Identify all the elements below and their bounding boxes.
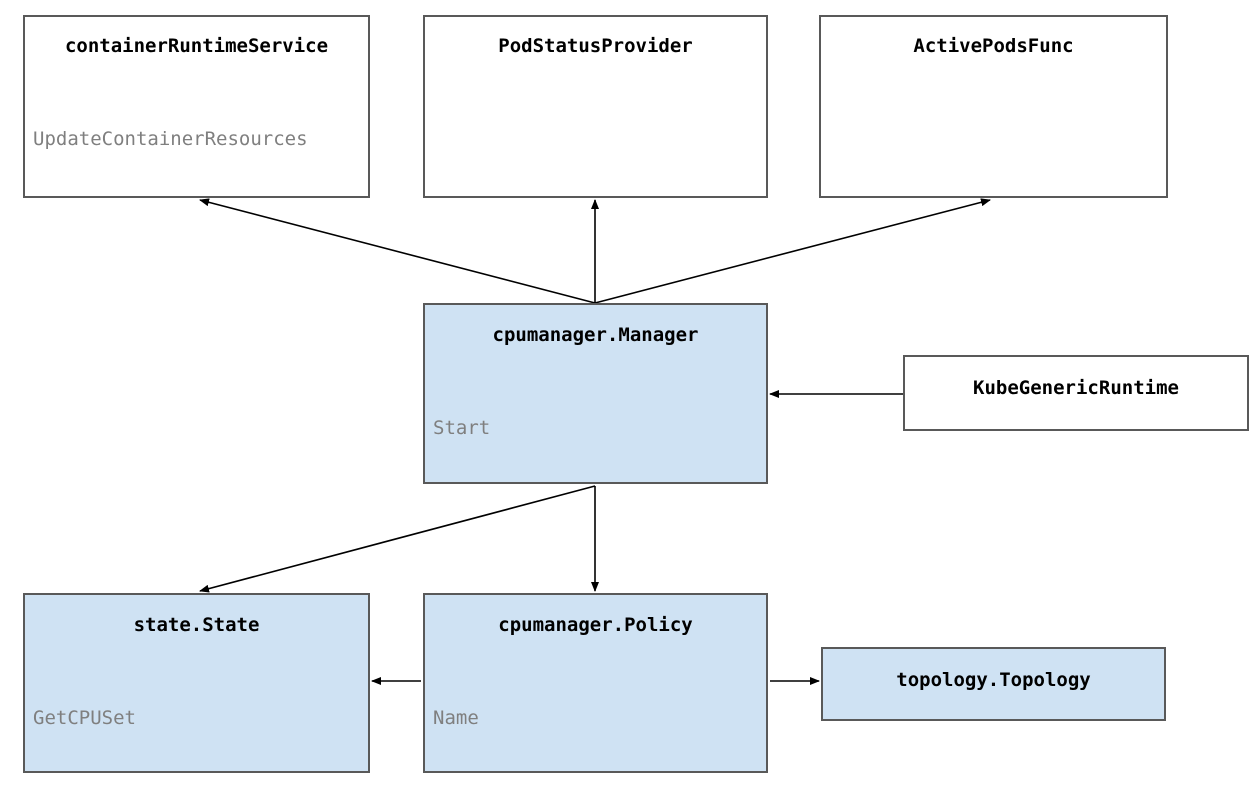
node-cpumanager-policy[interactable]: cpumanager.Policy Name AddContainer Remo… xyxy=(423,593,768,773)
node-members-container-runtime-service: UpdateContainerResources xyxy=(33,77,368,196)
member-update-container-resources: UpdateContainerResources xyxy=(33,128,308,150)
node-state-state[interactable]: state.State GetCPUSet GetDefaultCPUSet S… xyxy=(23,593,370,773)
member-get-cpuset: GetCPUSet xyxy=(33,707,136,729)
node-title-container-runtime-service: containerRuntimeService xyxy=(64,35,329,57)
edge-manager-to-state-state xyxy=(199,485,596,593)
node-title-active-pods-func: ActivePodsFunc xyxy=(913,35,1074,57)
node-title-pod-status-provider: PodStatusProvider xyxy=(498,35,693,57)
node-title-topology-topology: topology.Topology xyxy=(896,669,1091,691)
node-title-kube-generic-runtime: KubeGenericRuntime xyxy=(973,377,1179,399)
node-active-pods-func[interactable]: ActivePodsFunc xyxy=(819,15,1168,198)
node-topology-topology[interactable]: topology.Topology xyxy=(821,647,1166,721)
node-members-cpumanager-policy: Name AddContainer RemoveContainer xyxy=(433,656,766,771)
node-title-cpumanager-policy: cpumanager.Policy xyxy=(498,614,693,636)
node-cpumanager-manager[interactable]: cpumanager.Manager Start AddContainer Re… xyxy=(423,303,768,484)
node-pod-status-provider[interactable]: PodStatusProvider xyxy=(423,15,768,198)
node-members-cpumanager-manager: Start AddContainer RemoveContainer State xyxy=(433,366,766,482)
node-title-state-state: state.State xyxy=(133,614,260,636)
member-start: Start xyxy=(433,417,491,439)
node-title-cpumanager-manager: cpumanager.Manager xyxy=(492,324,699,346)
member-name: Name xyxy=(433,707,479,729)
edge-manager-to-active-pods-func xyxy=(594,198,991,304)
node-container-runtime-service[interactable]: containerRuntimeService UpdateContainerR… xyxy=(23,15,370,198)
node-kube-generic-runtime[interactable]: KubeGenericRuntime xyxy=(903,355,1249,431)
edge-manager-to-container-runtime-service xyxy=(199,198,596,304)
node-members-state-state: GetCPUSet GetDefaultCPUSet SetCPUSet Set… xyxy=(33,656,368,771)
